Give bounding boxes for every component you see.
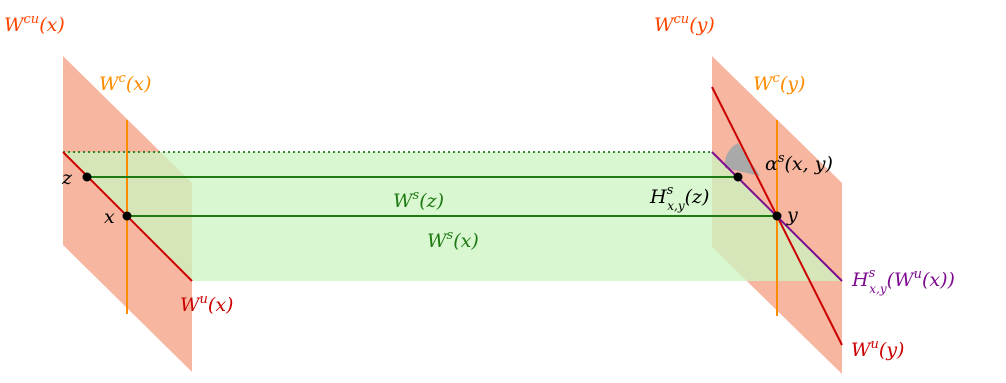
- point-label-y: y: [786, 204, 798, 226]
- label-center-leaf-y: Wc(y): [753, 71, 805, 95]
- label-cu-leaf-y: Wcu(y): [654, 12, 715, 36]
- label-angle: αs(x, y): [765, 151, 833, 175]
- label-cu-leaf-x: Wcu(x): [4, 12, 65, 36]
- point-y: [772, 211, 782, 221]
- label-stable-leaf-x: Ws(x): [427, 228, 479, 252]
- point-label-x: x: [104, 206, 115, 228]
- label-center-leaf-x: Wc(x): [99, 71, 151, 95]
- point-holonomy-z: [733, 172, 743, 182]
- label-unstable-leaf-y: Wu(y): [851, 337, 904, 361]
- label-unstable-leaf-x: Wu(x): [180, 292, 233, 316]
- point-x: [122, 211, 132, 221]
- label-stable-leaf-z: Ws(z): [393, 188, 444, 212]
- point-z: [82, 172, 92, 182]
- angle-wedge: [724, 143, 760, 176]
- point-label-z: z: [61, 167, 73, 189]
